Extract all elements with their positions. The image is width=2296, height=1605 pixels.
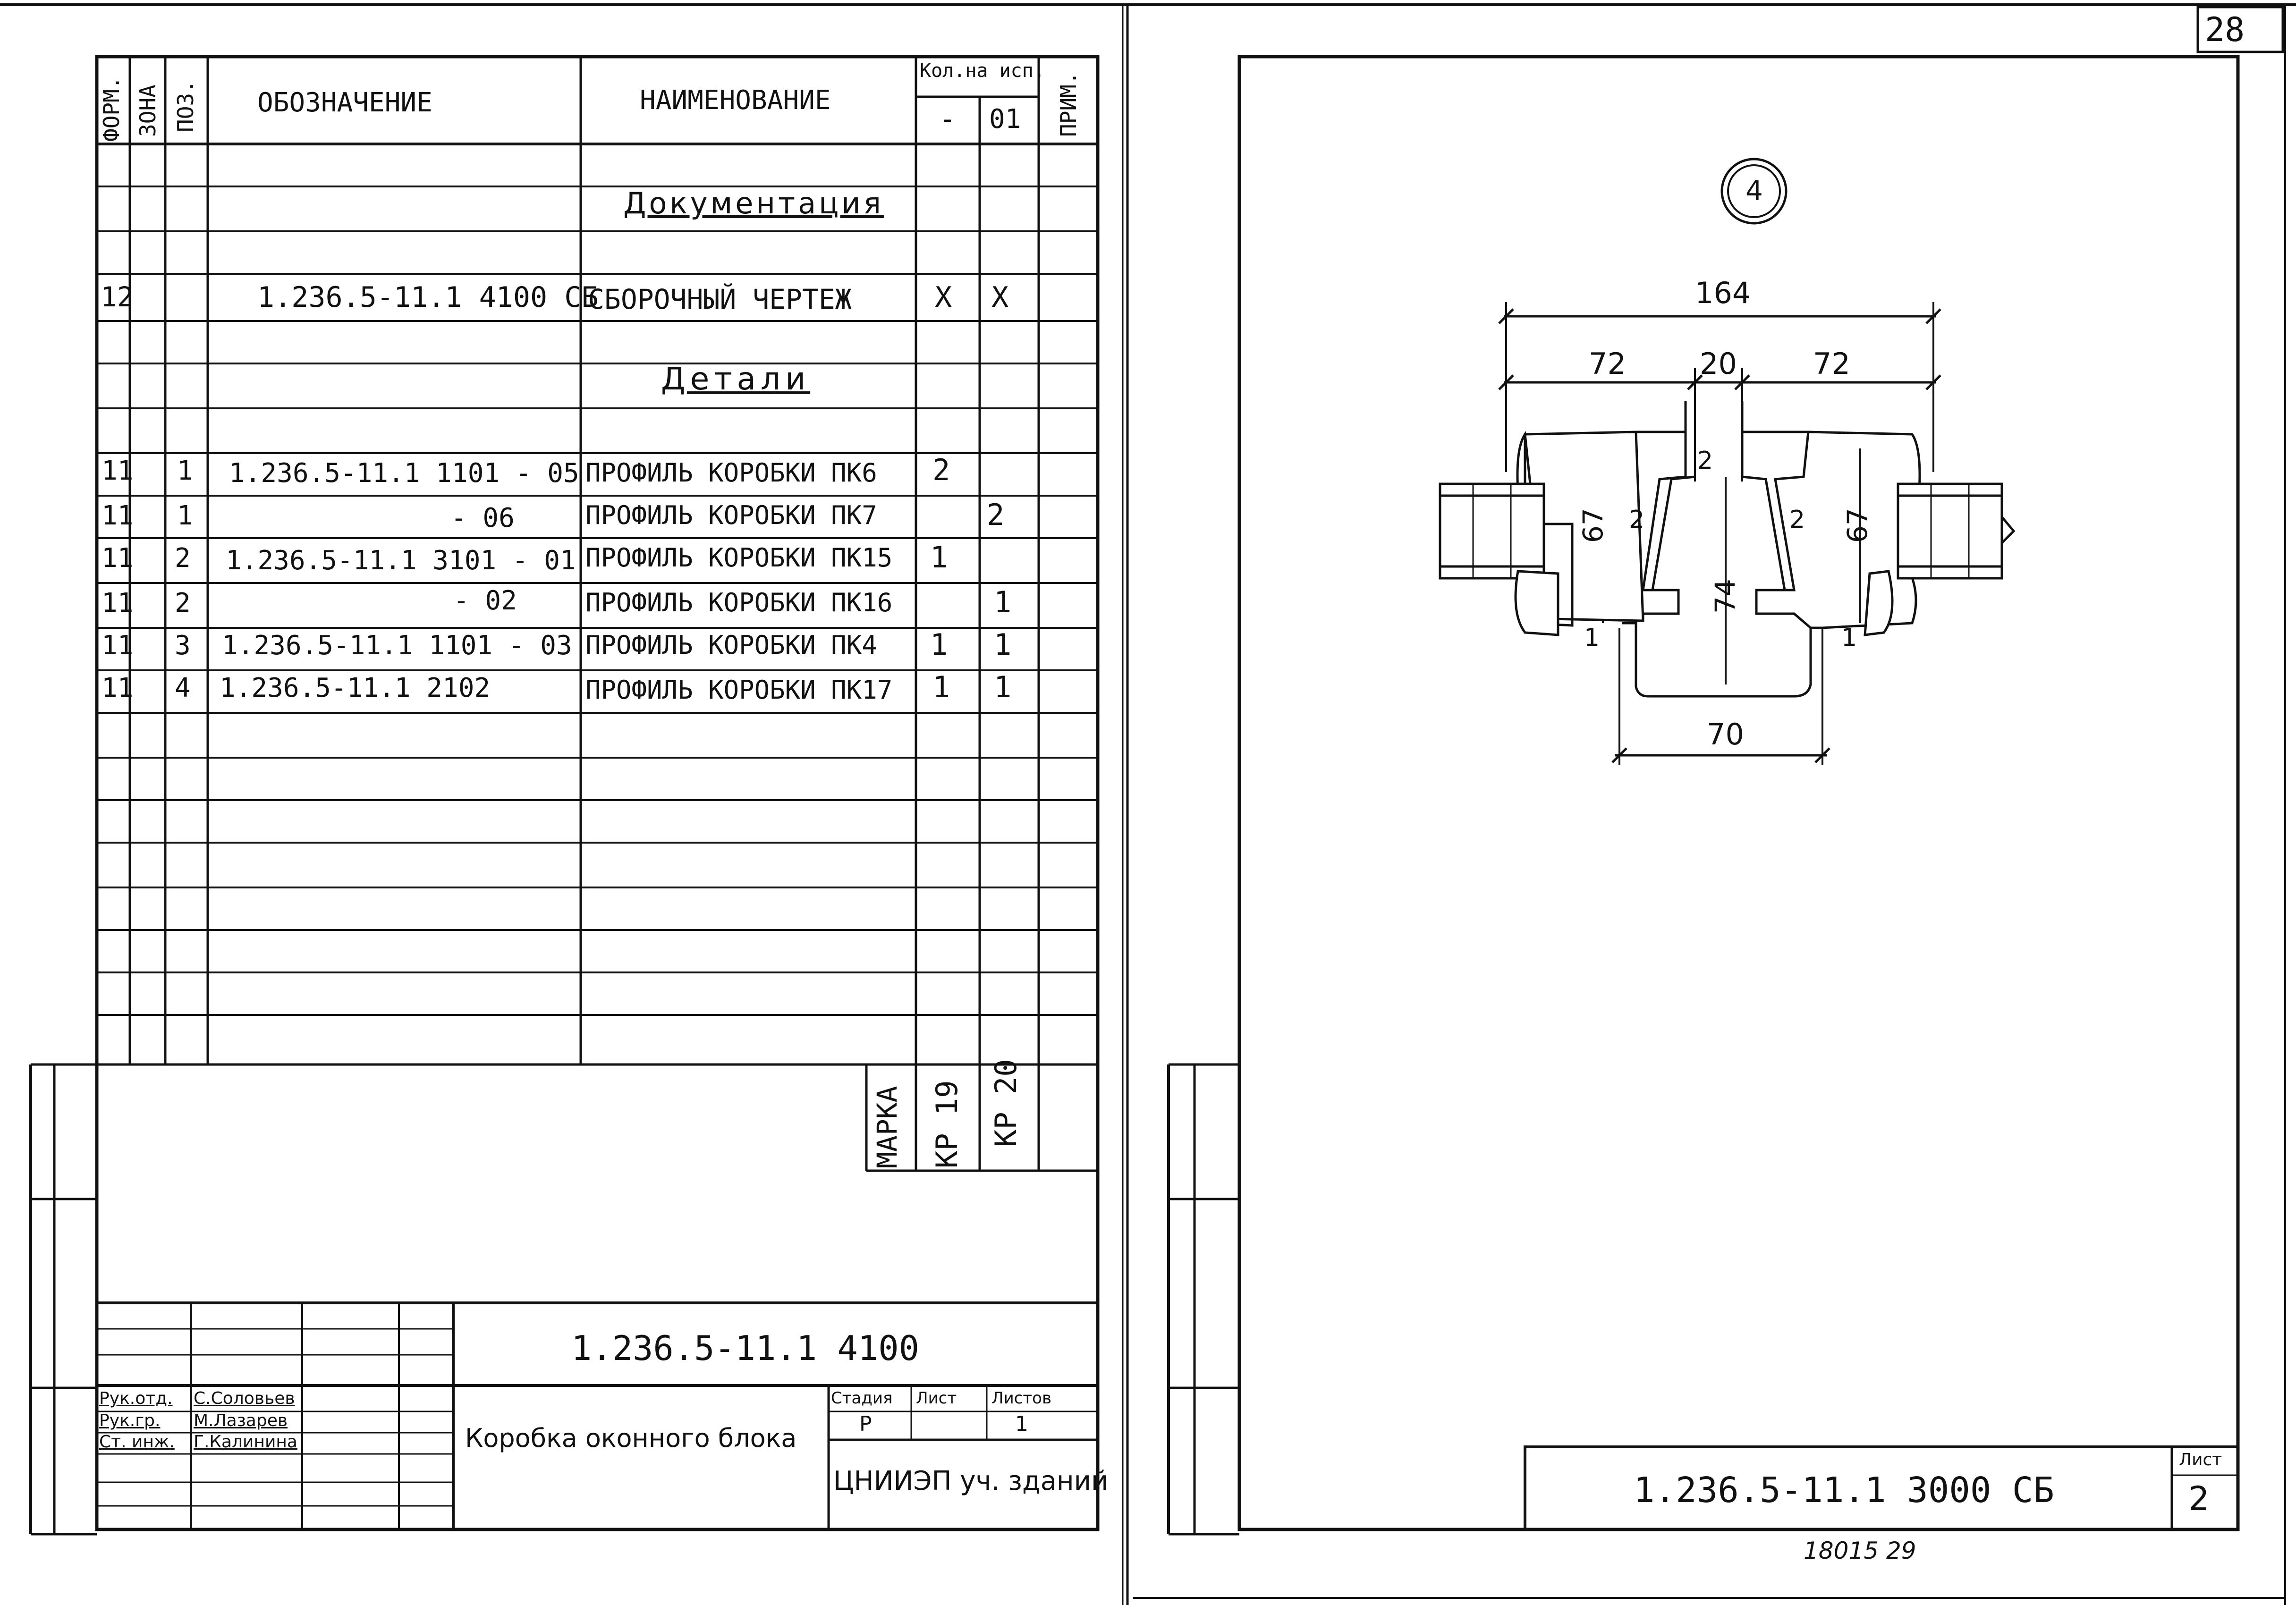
doc-row-qty2: Х xyxy=(991,281,1009,314)
row-3-qty1: 1 xyxy=(930,540,948,574)
row-6-pos: 4 xyxy=(175,673,191,703)
row-1-designation: 1.236.5-11.1 1101 - 05 xyxy=(229,458,579,489)
dim-164: 164 xyxy=(1695,276,1751,310)
row-2-name: ПРОФИЛЬ КОРОБКИ ПК7 xyxy=(585,500,877,530)
title-block-code: 1.236.5-11.1 4100 xyxy=(571,1328,919,1368)
doc-row-qty1: Х xyxy=(935,281,952,314)
drawing-code: 1.236.5-11.1 3000 СБ xyxy=(1634,1470,2055,1511)
role-3: Ст. инж. xyxy=(99,1432,175,1452)
header-zone: ЗОНА xyxy=(135,84,161,137)
header-designation: ОБОЗНАЧЕНИЕ xyxy=(257,87,432,118)
dim-1-left: 1 xyxy=(1584,624,1600,652)
dim-67-left: 67 xyxy=(1577,508,1609,543)
stage-value: Р xyxy=(859,1412,872,1436)
dim-2-left: 2 xyxy=(1629,506,1645,534)
row-4-pos: 2 xyxy=(175,588,191,618)
name-3: Г.Калинина xyxy=(194,1432,297,1452)
dim-67-right: 67 xyxy=(1841,508,1873,543)
row-1-qty1: 2 xyxy=(932,453,950,487)
row-4-name: ПРОФИЛЬ КОРОБКИ ПК16 xyxy=(585,588,893,617)
header-pos: ПОЗ. xyxy=(173,80,198,132)
header-form: ФОРМ. xyxy=(99,76,124,142)
dim-70: 70 xyxy=(1707,717,1744,752)
drawing-sheet-label: Лист xyxy=(2179,1450,2222,1470)
row-6-qty2: 1 xyxy=(994,670,1012,704)
row-3-name: ПРОФИЛЬ КОРОБКИ ПК15 xyxy=(585,543,893,573)
row-2-designation: - 06 xyxy=(451,503,515,533)
row-6-designation: 1.236.5-11.1 2102 xyxy=(220,673,491,703)
marka-kr19: КР 19 xyxy=(930,1080,964,1168)
row-2-pos: 1 xyxy=(177,500,193,531)
header-name: НАИМЕНОВАНИЕ xyxy=(640,85,831,116)
section-parts: Детали xyxy=(661,361,811,397)
row-6-form: 11 xyxy=(102,673,134,703)
row-5-form: 11 xyxy=(102,630,134,661)
marka-kr20: КР 20 xyxy=(989,1059,1023,1147)
header-note: ПРИМ. xyxy=(1056,71,1081,137)
row-1-pos: 1 xyxy=(177,456,193,486)
marka-label: МАРКА xyxy=(871,1086,903,1168)
dim-74: 74 xyxy=(1709,579,1741,614)
detail-callout-number: 4 xyxy=(1745,175,1763,207)
row-4-form: 11 xyxy=(102,588,134,618)
header-qty-sub2: 01 xyxy=(989,104,1021,135)
doc-row-designation: 1.236.5-11.1 4100 СБ xyxy=(257,281,599,314)
header-qty: Кол.на исп. xyxy=(920,60,1045,82)
row-1-form: 11 xyxy=(102,456,134,486)
row-3-pos: 2 xyxy=(175,543,191,574)
row-2-qty2: 2 xyxy=(987,498,1005,532)
title-block-title: Коробка оконного блока xyxy=(465,1423,797,1453)
section-documentation: Документация xyxy=(623,186,884,220)
stage-label: Стадия xyxy=(831,1389,893,1408)
row-6-name: ПРОФИЛЬ КОРОБКИ ПК17 xyxy=(585,675,893,705)
row-6-qty1: 1 xyxy=(932,670,950,704)
dim-2-right: 2 xyxy=(1789,506,1805,534)
organization: ЦНИИЭП уч. зданий xyxy=(833,1466,1109,1496)
sheet-label: Лист xyxy=(916,1389,957,1408)
drawing-sheet-number: 2 xyxy=(2188,1479,2210,1518)
dim-1-right: 1 xyxy=(1841,624,1857,652)
dim-72-left: 72 xyxy=(1589,346,1626,381)
sheets-label: Листов xyxy=(991,1389,1052,1408)
header-qty-sub1: - xyxy=(940,104,956,135)
doc-row-form: 12 xyxy=(101,281,134,313)
row-1-name: ПРОФИЛЬ КОРОБКИ ПК6 xyxy=(585,458,877,488)
row-5-pos: 3 xyxy=(175,630,191,661)
name-1: С.Соловьев xyxy=(194,1389,295,1408)
row-3-form: 11 xyxy=(102,543,134,574)
row-5-qty2: 1 xyxy=(994,627,1012,662)
row-4-qty2: 1 xyxy=(994,585,1012,619)
dim-2-top: 2 xyxy=(1697,447,1713,475)
row-5-designation: 1.236.5-11.1 1101 - 03 xyxy=(222,630,572,661)
dim-72-right: 72 xyxy=(1813,346,1850,381)
corner-sheet-number: 28 xyxy=(2205,10,2245,49)
row-3-designation: 1.236.5-11.1 3101 - 01 xyxy=(226,545,576,576)
row-5-qty1: 1 xyxy=(930,627,948,662)
row-5-name: ПРОФИЛЬ КОРОБКИ ПК4 xyxy=(585,630,877,660)
dim-20: 20 xyxy=(1700,346,1737,381)
role-2: Рук.гр. xyxy=(99,1411,161,1430)
doc-row-name: СБОРОЧНЫЙ ЧЕРТЕЖ xyxy=(588,283,852,315)
role-1: Рук.отд. xyxy=(99,1389,173,1408)
row-4-designation: - 02 xyxy=(453,585,517,616)
name-2: М.Лазарев xyxy=(194,1411,288,1430)
row-2-form: 11 xyxy=(102,500,134,531)
footer-number: 18015 29 xyxy=(1804,1537,1916,1564)
sheets-value: 1 xyxy=(1015,1412,1028,1436)
